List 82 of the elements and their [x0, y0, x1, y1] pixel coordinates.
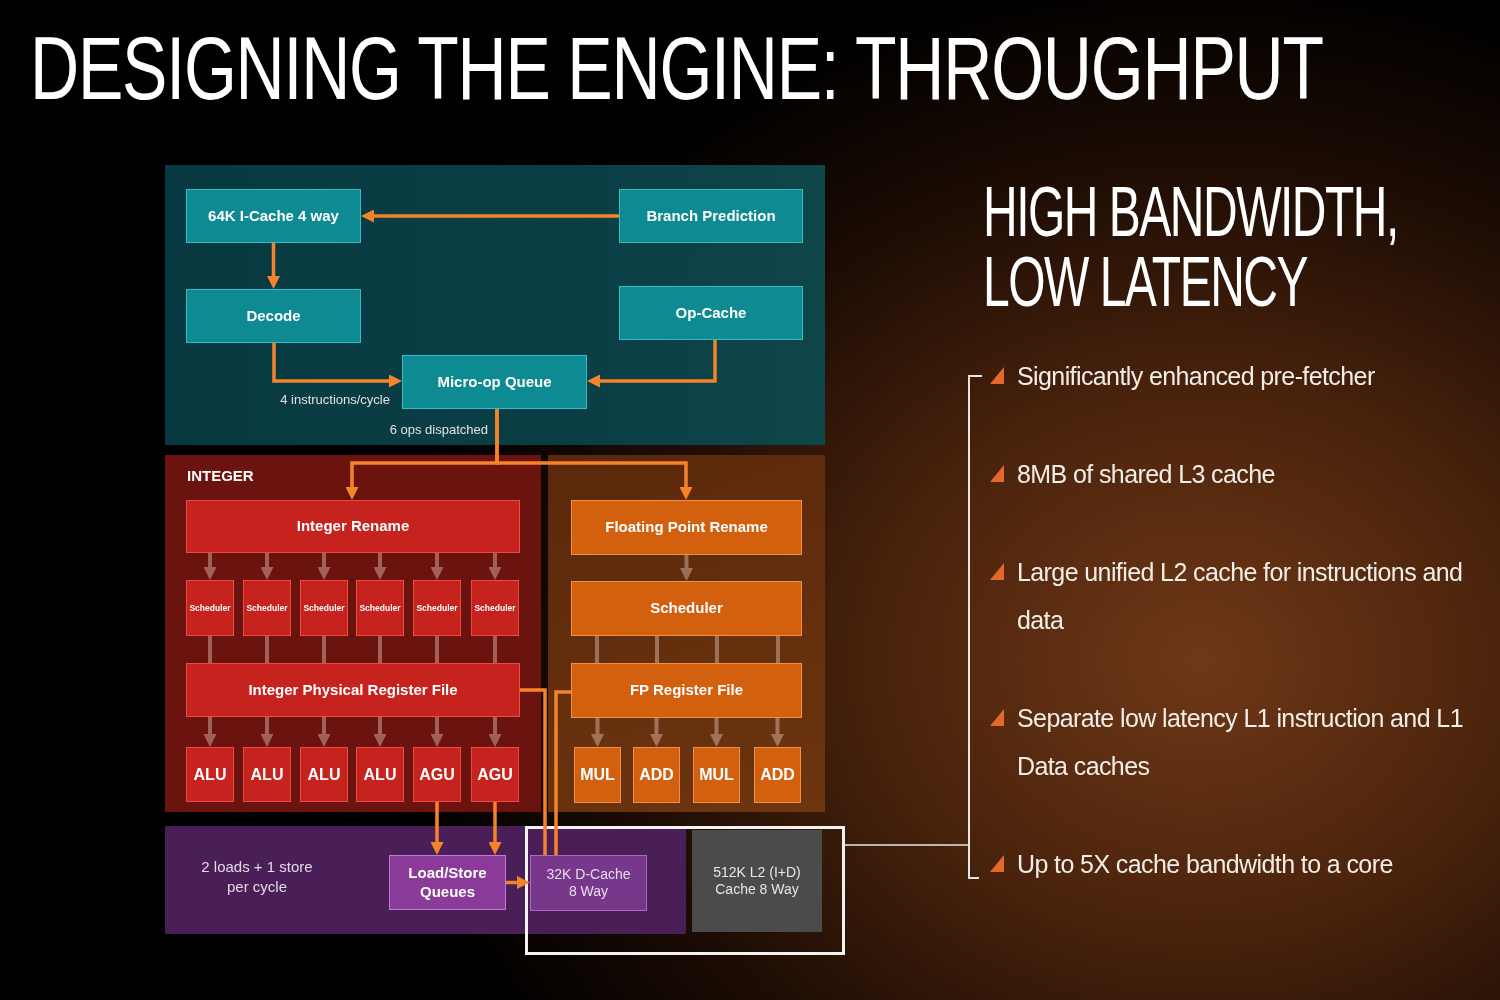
unit-block: Floating Point Rename [571, 500, 802, 555]
highlight-frame [525, 826, 845, 955]
arrow [587, 340, 717, 388]
section-panel [165, 165, 825, 445]
bullet-text: 8MB of shared L3 cache [1017, 459, 1275, 490]
unit-block: FP Register File [571, 663, 802, 718]
arrow [430, 802, 444, 855]
connector-line [265, 636, 269, 663]
unit-block: ADD [754, 747, 801, 803]
arrow [430, 717, 444, 747]
unit-block: AGU [471, 747, 519, 802]
arrow [361, 209, 619, 223]
unit-block: Decode [186, 289, 361, 343]
unit-block: Branch Prediction [619, 189, 803, 243]
connector-line [378, 636, 382, 663]
unit-block: ADD [633, 747, 680, 803]
unit-block: 64K I-Cache 4 way [186, 189, 361, 243]
arrow [373, 717, 387, 747]
arrow [203, 553, 217, 580]
section-panel [548, 455, 825, 812]
arrow [591, 718, 604, 747]
unit-block: Micro-op Queue [402, 355, 587, 409]
connector-line [554, 690, 571, 855]
unit-block: Scheduler [243, 580, 291, 636]
unit-block: Scheduler [356, 580, 404, 636]
arrow [203, 717, 217, 747]
panel-heading: INTEGER [187, 466, 255, 486]
unit-block: 32K D-Cache 8 Way [530, 855, 647, 911]
section-panel [165, 455, 541, 812]
unit-block: AGU [413, 747, 461, 802]
unit-block: Op-Cache [619, 286, 803, 340]
connector-line [493, 636, 497, 663]
unit-block: Scheduler [471, 580, 519, 636]
connector-line [655, 636, 659, 663]
note-text: 2 loads + 1 store per cycle [200, 857, 314, 896]
arrow [710, 718, 723, 747]
arrow [373, 553, 387, 580]
unit-block: ALU [243, 747, 291, 802]
edge-label: 4 instructions/cycle [279, 392, 390, 408]
bullet-text: Up to 5X cache bandwidth to a core [1017, 849, 1393, 880]
connector-line [715, 636, 719, 663]
section-heading: HIGH BANDWIDTH, LOW LATENCY [983, 178, 1399, 318]
arrow [317, 553, 331, 580]
unit-block: Integer Rename [186, 500, 520, 553]
arrow [650, 718, 663, 747]
arrow [260, 717, 274, 747]
unit-block: Scheduler [186, 580, 234, 636]
unit-block: MUL [693, 747, 740, 803]
unit-block: MUL [574, 747, 621, 803]
unit-block: Scheduler [300, 580, 348, 636]
note-text: 6 ops dispatched [388, 422, 488, 438]
unit-block: ALU [356, 747, 404, 802]
arrow [272, 343, 402, 388]
arrow [488, 802, 502, 855]
connector-line [322, 636, 326, 663]
bullet-text: Significantly enhanced pre-fetcher [1017, 361, 1375, 392]
unit-block: Integer Physical Register File [186, 663, 520, 717]
bullet-text: Large unified L2 cache for instructions and data [1017, 557, 1464, 636]
unit-block: ALU [186, 747, 234, 802]
unit-block: Scheduler [571, 581, 802, 636]
arrow [267, 243, 280, 289]
arrow [495, 409, 693, 500]
unit-block: Load/Store Queues [389, 855, 506, 910]
arrow [260, 553, 274, 580]
connector-line [595, 636, 599, 663]
slide-title: DESIGNING THE ENGINE: THROUGHPUT [30, 22, 1323, 112]
connector-line [844, 844, 970, 846]
bullet-text: Separate low latency L1 instruction and L1 Data caches [1017, 703, 1464, 782]
connector-line [776, 636, 780, 663]
arrow [488, 553, 502, 580]
unit-block: ALU [300, 747, 348, 802]
arrow [506, 876, 530, 889]
connector-line [520, 688, 547, 855]
arrow [680, 555, 693, 581]
connector-line [208, 636, 212, 663]
unit-block: 512K L2 (I+D) Cache 8 Way [692, 830, 822, 932]
arrow [488, 717, 502, 747]
arrow [430, 553, 444, 580]
connector-line [435, 636, 439, 663]
unit-block: Scheduler [413, 580, 461, 636]
arrow [771, 718, 784, 747]
arrow [317, 717, 331, 747]
